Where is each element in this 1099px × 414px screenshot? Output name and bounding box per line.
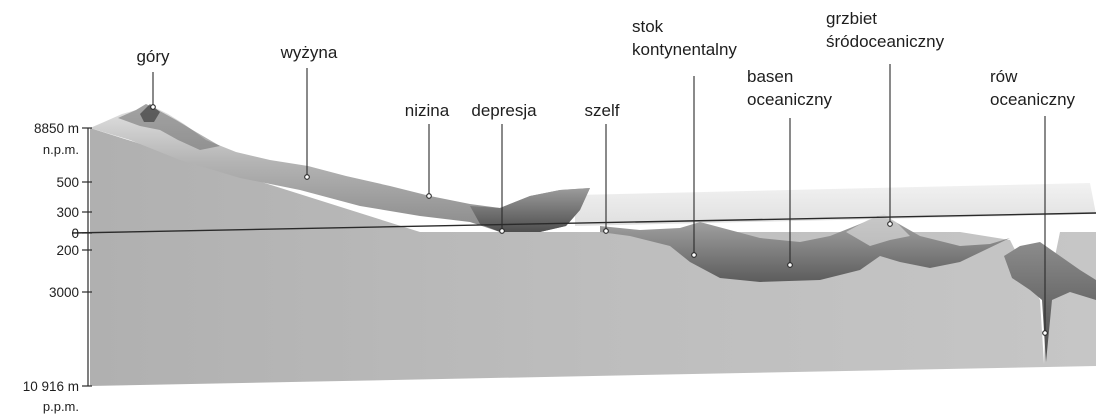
scale-top-value: 8850 m — [34, 121, 79, 136]
label-basen-line1: basen — [747, 67, 793, 86]
point-row — [1043, 331, 1048, 336]
label-row-line2: oceaniczny — [990, 90, 1076, 109]
scale-top-unit: n.p.m. — [43, 142, 79, 157]
point-basen — [788, 263, 793, 268]
sea-surface — [575, 183, 1096, 226]
label-row-line1: rów — [990, 67, 1018, 86]
label-nizina: nizina — [405, 101, 450, 120]
scale-bottom-value: 10 916 m — [23, 379, 79, 394]
point-gory — [151, 105, 156, 110]
label-stok-line2: kontynentalny — [632, 40, 737, 59]
label-wyzyna: wyżyna — [280, 43, 338, 62]
scale-tick-0: 0 — [71, 226, 79, 241]
label-grzbiet-line2: śródoceaniczny — [826, 32, 945, 51]
point-grzbiet — [888, 222, 893, 227]
label-basen-line2: oceaniczny — [747, 90, 833, 109]
point-stok — [692, 253, 697, 258]
label-gory: góry — [136, 47, 170, 66]
point-nizina — [427, 194, 432, 199]
scale-tick-200: 200 — [56, 243, 79, 258]
scale-tick-500: 500 — [56, 175, 79, 190]
label-grzbiet-line1: grzbiet — [826, 9, 877, 28]
point-szelf — [604, 229, 609, 234]
scale-tick-300: 300 — [56, 205, 79, 220]
point-depresja — [500, 229, 505, 234]
label-szelf: szelf — [585, 101, 620, 120]
scale-bottom-unit: p.p.m. — [43, 399, 79, 414]
label-stok-line1: stok — [632, 17, 664, 36]
point-wyzyna — [305, 175, 310, 180]
scale-tick-3000: 3000 — [49, 285, 79, 300]
label-depresja: depresja — [471, 101, 537, 120]
